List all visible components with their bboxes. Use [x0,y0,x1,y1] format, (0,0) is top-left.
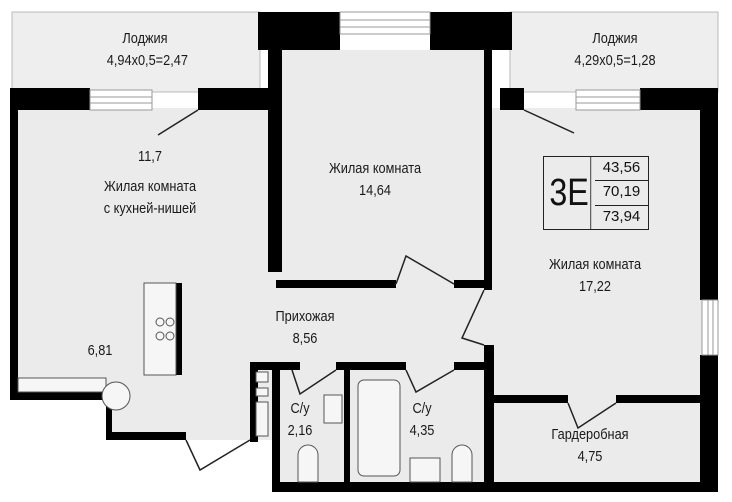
loggia-right [509,11,719,93]
room-area: 14,64 [359,182,391,199]
unit-code-box: 3E 43,56 70,19 73,94 [543,156,649,230]
apartment-floor [14,50,704,482]
living-room-3-label: Жилая комната 17,22 [540,254,651,298]
bathroom-2-label: С/у 4,35 [405,398,439,442]
hallway-label: Прихожая 8,56 [267,306,344,350]
windows [89,11,719,356]
room-name: Жилая комната [328,160,422,177]
loggia-left [11,11,261,93]
room-name-2: с кухней-нишей [103,200,197,217]
room-area: 2,16 [287,422,313,439]
loggia-right-label: Лоджия 4,29x0,5=1,28 [568,28,662,72]
loggia-left-label: Лоджия 4,94x0,5=2,47 [106,28,188,72]
room-name: Гардеробная [551,426,629,443]
room-name: Лоджия [592,30,638,47]
room-area: 17,22 [579,278,611,295]
living-room-2-label: Жилая комната 14,64 [320,158,431,202]
sink-icon [101,381,131,411]
room-name: Жилая комната [103,178,197,195]
room-area: 4,29x0,5=1,28 [574,52,656,69]
room-area: 4,75 [577,448,603,465]
toilet [297,444,319,483]
room-area: 4,94x0,5=2,47 [106,52,188,69]
total-area: 70,19 [595,181,648,206]
bathtub [357,379,401,477]
room-area: 11,7 [138,148,162,165]
kitchen-area-label: 6,81 [87,342,113,359]
unit-code: 3E [548,157,592,229]
room-name: Прихожая [275,308,335,325]
room-area: 8,56 [292,330,318,347]
room-name: Жилая комната [548,256,642,273]
washbasin [323,394,343,424]
total-area-with-loggias: 73,94 [602,207,641,225]
living-kitchen-label: 11,7 Жилая комната с кухней-нишей [82,146,218,220]
toilet [451,444,473,483]
fixtures [17,282,473,483]
bathroom-1-label: С/у 2,16 [285,398,316,442]
doors [157,109,617,472]
washbasin [409,457,441,483]
room-area: 4,35 [409,422,435,439]
walls [10,12,718,492]
living-area: 43,56 [595,157,648,182]
room-name: С/у [412,400,432,417]
room-name: Лоджия [122,30,168,47]
wardrobe-label: Гардеробная 4,75 [539,424,641,468]
room-name: С/у [290,400,310,417]
stove-burner [155,317,165,327]
kitchen-counter [143,282,177,376]
